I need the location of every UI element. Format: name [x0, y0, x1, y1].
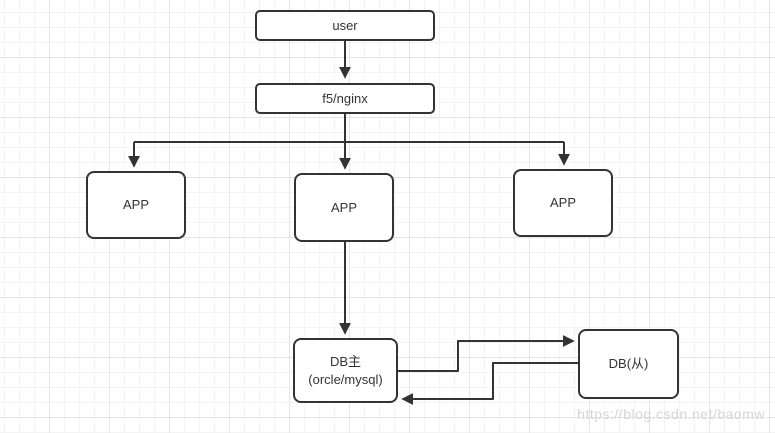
node-app-middle-label: APP	[330, 199, 357, 215]
node-app-left-label: APP	[122, 197, 149, 213]
node-user: user	[255, 10, 435, 41]
node-db-slave: DB(从)	[578, 329, 679, 399]
csdn-watermark: https://blog.csdn.net/baomw	[577, 406, 765, 422]
node-db-master-label: DB主 (orcle/mysql)	[308, 353, 382, 388]
node-db-master-label-line1: DB主	[329, 353, 362, 369]
node-db-master: DB主 (orcle/mysql)	[293, 338, 398, 403]
edge-db-slave-to-db-master	[401, 362, 578, 405]
node-user-label: user	[332, 17, 358, 33]
node-app-middle: APP	[294, 173, 394, 242]
node-app-right-label: APP	[549, 195, 576, 211]
node-load-balancer: f5/nginx	[255, 83, 435, 114]
edge-db-master-to-db-slave	[398, 335, 575, 372]
node-app-right: APP	[513, 169, 613, 237]
node-db-master-label-line2: (orcle/mysql)	[308, 371, 383, 387]
node-db-slave-label: DB(从)	[608, 356, 649, 372]
node-load-balancer-label: f5/nginx	[322, 90, 368, 106]
node-app-left: APP	[86, 171, 186, 239]
